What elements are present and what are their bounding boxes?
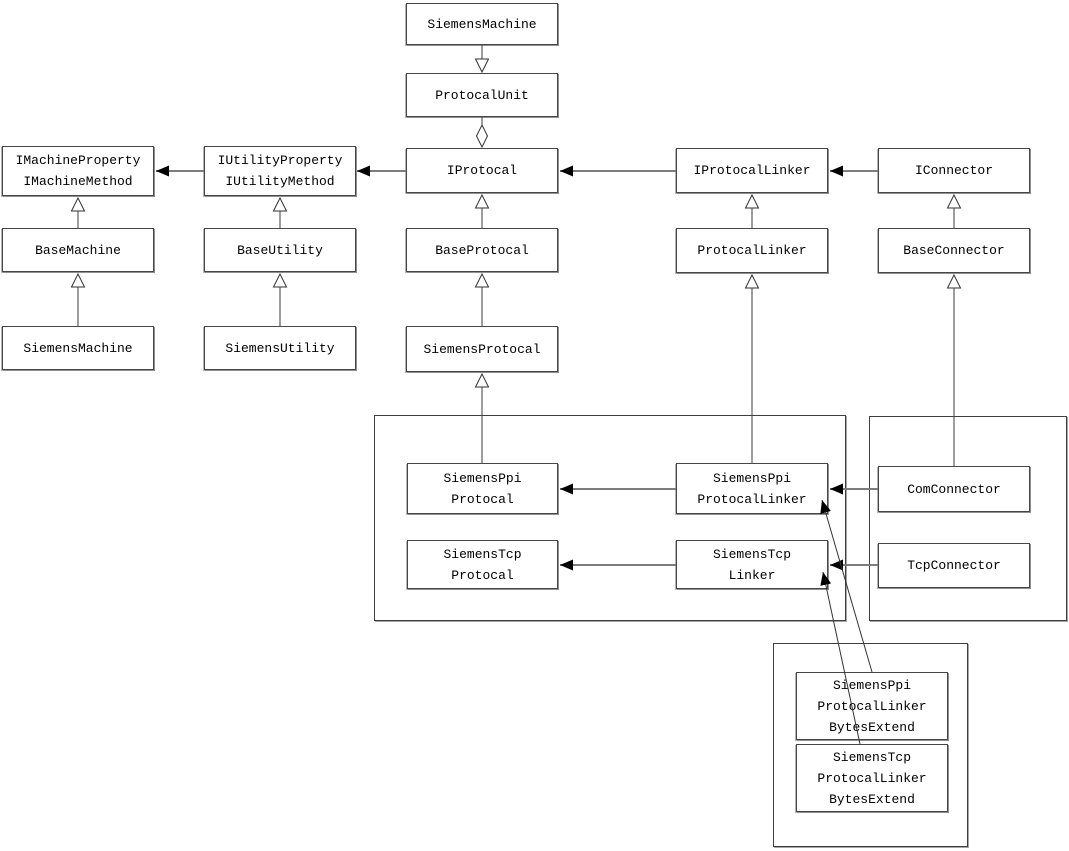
class-node-siemens-utility: SiemensUtility: [204, 326, 356, 370]
class-node-protocal-linker: ProtocalLinker: [676, 228, 828, 273]
class-node-base-utility: BaseUtility: [204, 228, 356, 272]
class-node-base-machine: BaseMachine: [2, 228, 154, 272]
class-node-tcp-connector: TcpConnector: [878, 543, 1030, 588]
group-siemens-protocal-linker: [374, 415, 846, 621]
class-node-siemens-machine: SiemensMachine: [2, 326, 154, 370]
class-node-iprotocal: IProtocal: [406, 148, 558, 193]
class-node-iprotocal-linker: IProtocalLinker: [676, 148, 828, 193]
class-node-iconnector: IConnector: [878, 148, 1030, 193]
class-node-siemens-tcp-linker: SiemensTcp Linker: [676, 540, 828, 589]
class-node-imachine-property-method: IMachineProperty IMachineMethod: [2, 146, 154, 196]
class-node-base-protocal: BaseProtocal: [406, 228, 558, 272]
class-node-siemens-tcp-protocal: SiemensTcp Protocal: [407, 540, 558, 589]
class-node-siemens-ppi-protocal-linker-bytes-extend: SiemensPpi ProtocalLinker BytesExtend: [796, 672, 948, 740]
class-node-siemens-ppi-protocal: SiemensPpi Protocal: [407, 463, 558, 514]
class-node-base-connector: BaseConnector: [878, 228, 1030, 273]
class-node-siemens-tcp-protocal-linker-bytes-extend: SiemensTcp ProtocalLinker BytesExtend: [796, 744, 948, 812]
class-node-com-connector: ComConnector: [878, 466, 1030, 512]
group-connectors: [869, 416, 1067, 621]
class-node-iutility-property-method: IUtilityProperty IUtilityMethod: [204, 146, 356, 196]
class-node-siemens-ppi-protocal-linker: SiemensPpi ProtocalLinker: [676, 463, 828, 514]
class-node-siemens-machine-top: SiemensMachine: [406, 3, 558, 45]
class-node-protocal-unit: ProtocalUnit: [406, 73, 558, 117]
class-node-siemens-protocal: SiemensProtocal: [406, 326, 558, 372]
